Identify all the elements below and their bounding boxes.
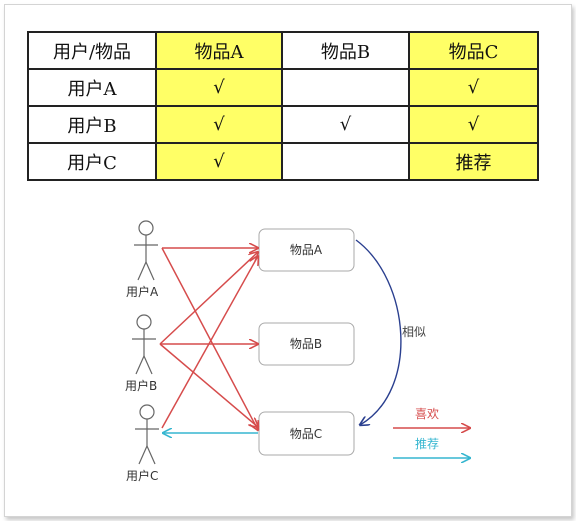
row-label-user-c: 用户C [27, 142, 157, 181]
header-corner-cell: 用户/物品 [27, 31, 157, 70]
user-a-figure-icon [134, 220, 158, 281]
cell-user-c-item-a: √ [155, 142, 283, 181]
matrix-row-user-a: 用户A √ √ [27, 68, 539, 107]
item-a-label: 物品A [290, 243, 323, 257]
item-c-box [258, 411, 355, 456]
cell-user-a-item-c: √ [408, 68, 539, 107]
user-c-label: 用户C [126, 468, 158, 483]
like-arrow-a-to-item-c [161, 247, 258, 430]
legend-recommend-label: 推荐 [415, 437, 439, 451]
similar-arrow-item-a-to-item-c [355, 239, 402, 425]
similar-label: 相似 [402, 325, 426, 339]
cell-user-b-item-b: √ [281, 105, 410, 144]
row-label-user-a: 用户A [27, 68, 157, 107]
header-item-c: 物品C [408, 31, 539, 70]
item-a-box [258, 228, 355, 272]
cell-user-a-item-b [281, 68, 410, 107]
header-item-b: 物品B [281, 31, 410, 70]
like-arrows [159, 247, 258, 430]
cell-user-c-item-c: 推荐 [408, 142, 539, 181]
like-arrow-b-to-item-c [159, 343, 258, 427]
legend-like-label: 喜欢 [415, 406, 439, 421]
cell-user-b-item-a: √ [155, 105, 283, 144]
matrix-row-user-b: 用户B √ √ √ [27, 105, 539, 144]
like-arrow-b-to-item-a [159, 252, 258, 345]
user-item-matrix: 用户/物品 物品A 物品B 物品C 用户A √ √ 用户B √ √ √ 用户C … [27, 31, 539, 181]
user-c-figure-icon [135, 404, 159, 465]
cell-user-b-item-c: √ [408, 105, 539, 144]
header-item-a: 物品A [155, 31, 283, 70]
item-b-label: 物品B [290, 337, 322, 351]
matrix-header-row: 用户/物品 物品A 物品B 物品C [27, 31, 539, 70]
user-b-figure-icon [132, 314, 156, 375]
user-a-label: 用户A [126, 284, 159, 299]
cell-user-c-item-b [281, 142, 410, 181]
item-b-box [258, 322, 355, 366]
item-c-label: 物品C [290, 427, 322, 441]
user-b-label: 用户B [125, 378, 157, 393]
row-label-user-b: 用户B [27, 105, 157, 144]
matrix-row-user-c: 用户C √ 推荐 [27, 142, 539, 181]
like-arrow-c-to-item-a [161, 256, 258, 429]
cell-user-a-item-a: √ [155, 68, 283, 107]
